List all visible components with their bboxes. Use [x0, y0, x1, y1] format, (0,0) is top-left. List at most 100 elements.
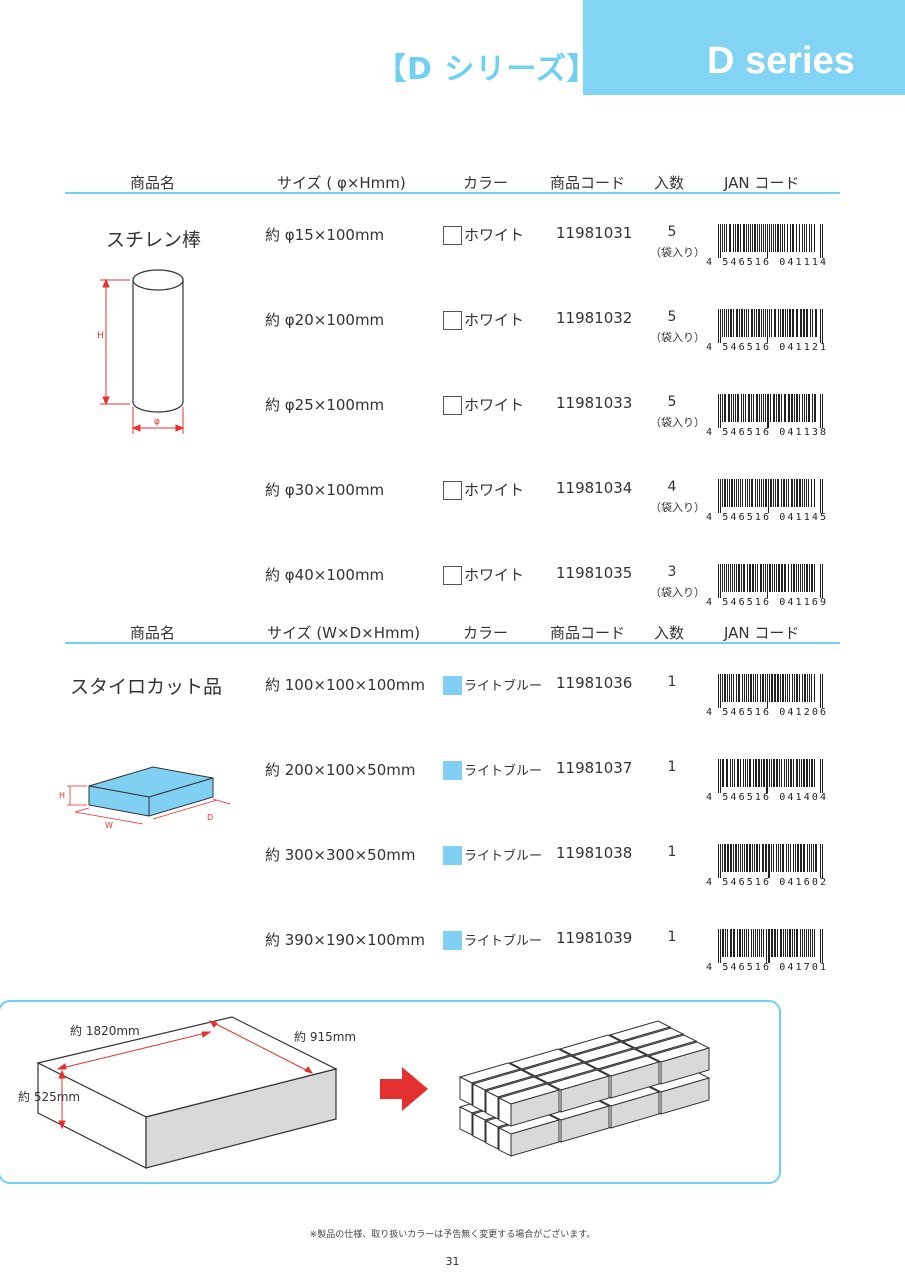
barcode-bar — [756, 844, 758, 872]
barcode-bar — [804, 479, 805, 507]
color-cell: ライトブルー — [464, 764, 543, 779]
barcode-bar — [763, 394, 764, 422]
barcode-bar — [724, 564, 725, 592]
barcode-bar — [738, 479, 739, 507]
barcode-bar — [789, 309, 791, 337]
barcode-bar — [782, 844, 784, 872]
barcode-bar — [749, 564, 751, 592]
barcode-bar — [793, 564, 795, 592]
barcode-bar — [760, 564, 762, 592]
barcode-bar — [796, 224, 797, 252]
barcode-bar — [804, 394, 805, 422]
qty-cell: 1 — [667, 759, 677, 775]
barcode-bar — [802, 479, 803, 507]
barcode-bar — [751, 929, 752, 957]
barcode-bar — [806, 479, 807, 507]
barcode-bar — [731, 479, 733, 507]
barcode-bar — [729, 479, 730, 507]
barcode-bar — [737, 224, 739, 252]
barcode-bar — [822, 674, 823, 708]
barcode-bar — [794, 674, 795, 702]
barcode-bar — [820, 394, 821, 428]
barcode-icon: 4 546516 041138 — [706, 394, 826, 436]
barcode-bar — [744, 844, 745, 872]
barcode-bar — [765, 479, 767, 507]
jan-number: 4 546516 041169 — [706, 597, 826, 606]
barcode-bar — [796, 564, 797, 592]
barcode-bar — [822, 479, 823, 513]
barcode-bar — [743, 759, 744, 787]
barcode-bar — [718, 759, 719, 793]
barcode-bar — [735, 394, 736, 422]
size-cell: 約 φ20×100mm — [265, 311, 385, 329]
barcode-bar — [800, 844, 802, 872]
barcode-bar — [809, 844, 810, 872]
barcode-bar — [726, 564, 727, 592]
barcode-bar — [787, 674, 788, 702]
color-cell: ホワイト — [464, 566, 525, 584]
section1-rule — [65, 192, 840, 194]
barcode-icon: 4 546516 041114 — [706, 224, 826, 266]
barcode-bar — [796, 309, 798, 337]
barcode-icon: 4 546516 041206 — [706, 674, 826, 716]
barcode-bar — [747, 479, 748, 507]
barcode-bar — [724, 674, 726, 702]
barcode-bar — [759, 929, 760, 957]
barcode-bar — [755, 759, 757, 787]
barcode-bar — [812, 394, 813, 422]
barcode-bar — [781, 759, 782, 787]
barcode-bar — [759, 479, 760, 507]
jan-number: 4 546516 041138 — [706, 427, 826, 436]
barcode-bar — [745, 479, 746, 507]
barcode-bar — [787, 309, 788, 337]
barcode-bar — [761, 759, 762, 787]
barcode-bar — [751, 479, 753, 507]
barcode-bar — [761, 309, 762, 337]
barcode-bar — [722, 394, 723, 422]
barcode-bar — [820, 929, 821, 963]
barcode-bar — [745, 759, 746, 787]
header-size: サイズ (W×D×Hmm) — [267, 624, 421, 642]
barcode-bar — [762, 844, 764, 872]
color-swatch — [443, 846, 462, 865]
barcode-bar — [806, 564, 808, 592]
color-cell: ホワイト — [464, 311, 525, 329]
barcode-bar — [753, 394, 754, 422]
barcode-bar — [778, 309, 779, 337]
qty-cell: 1 — [667, 929, 677, 945]
barcode-bar — [820, 674, 821, 708]
header-qty: 入数 — [654, 624, 685, 642]
barcode-bar — [731, 394, 732, 422]
barcode-bar — [767, 224, 768, 258]
code-cell: 11981034 — [556, 479, 633, 497]
barcode-bar — [745, 394, 746, 422]
barcode-bar — [718, 309, 719, 343]
barcode-bar — [733, 929, 735, 957]
table-row: 約 φ25×100mm ホワイト 11981033 5 （袋入り） 4 5465… — [0, 394, 905, 464]
barcode-bar — [780, 929, 782, 957]
barcode-bar — [778, 844, 779, 872]
barcode-bar — [814, 674, 815, 702]
barcode-bar — [804, 674, 806, 702]
barcode-bar — [756, 394, 758, 422]
barcode-bar — [767, 309, 768, 343]
color-swatch — [443, 226, 462, 245]
barcode-bar — [755, 929, 756, 957]
barcode-bar — [784, 759, 785, 787]
barcode-bar — [722, 759, 724, 787]
barcode-bar — [737, 759, 739, 787]
barcode-bar — [786, 479, 787, 507]
barcode-bar — [771, 759, 772, 787]
barcode-bar — [784, 224, 785, 252]
barcode-bar — [799, 674, 800, 702]
barcode-bar — [800, 929, 801, 957]
barcode-bar — [773, 479, 774, 507]
table-row: 約 φ20×100mm ホワイト 11981032 5 （袋入り） 4 5465… — [0, 309, 905, 379]
barcode-bar — [733, 309, 734, 337]
color-cell: ライトブルー — [464, 679, 543, 694]
barcode-bar — [814, 759, 815, 787]
barcode-bar — [807, 844, 808, 872]
barcode-bar — [799, 394, 800, 422]
barcode-bar — [794, 479, 795, 507]
barcode-bar — [781, 394, 782, 422]
